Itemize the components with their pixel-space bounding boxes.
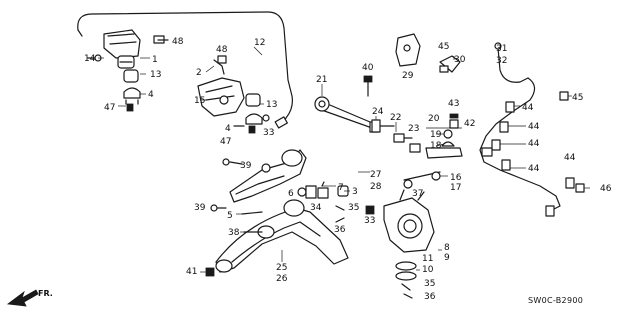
toe-adjuster bbox=[371, 113, 463, 159]
callout-14: 14 bbox=[84, 54, 96, 64]
small-parts-center bbox=[335, 205, 375, 223]
wheel-sensor-cable bbox=[479, 42, 585, 217]
callout-6: 6 bbox=[288, 189, 294, 199]
callout-4b: 4 bbox=[225, 124, 231, 134]
callout-21: 21 bbox=[316, 75, 327, 85]
callout-12: 12 bbox=[254, 38, 265, 48]
callout-10: 10 bbox=[422, 265, 434, 275]
callout-13b: 13 bbox=[266, 100, 277, 110]
callout-38: 38 bbox=[228, 228, 240, 238]
callout-20: 20 bbox=[428, 114, 440, 124]
sensor-bracket bbox=[395, 33, 461, 73]
callout-19: 19 bbox=[430, 130, 442, 140]
lower-link-16-17 bbox=[403, 171, 441, 189]
callout-2: 2 bbox=[196, 68, 202, 78]
callout-32: 32 bbox=[496, 56, 507, 66]
callout-18: 18 bbox=[430, 141, 442, 151]
callout-29: 29 bbox=[402, 71, 414, 81]
callout-35b: 35 bbox=[424, 279, 435, 289]
callout-22: 22 bbox=[390, 113, 401, 123]
front-direction-label: FR. bbox=[38, 289, 53, 298]
callout-23: 23 bbox=[408, 124, 419, 134]
callout-24: 24 bbox=[372, 107, 384, 117]
callout-35: 35 bbox=[348, 203, 359, 213]
callout-33: 33 bbox=[263, 128, 274, 138]
callout-44b: 44 bbox=[528, 122, 540, 132]
callout-41: 41 bbox=[186, 267, 197, 277]
upper-arm bbox=[229, 149, 307, 203]
callout-15: 15 bbox=[194, 96, 205, 106]
stabilizer-link-left bbox=[123, 69, 141, 112]
knuckle bbox=[383, 189, 435, 299]
callout-28: 28 bbox=[370, 182, 382, 192]
callout-40: 40 bbox=[362, 63, 374, 73]
callout-13: 13 bbox=[150, 70, 161, 80]
callout-45: 45 bbox=[438, 42, 449, 52]
callout-11: 11 bbox=[422, 254, 433, 264]
callout-17: 17 bbox=[450, 183, 461, 193]
callout-34: 34 bbox=[310, 203, 322, 213]
ball-joint-parts bbox=[297, 181, 349, 199]
callout-9: 9 bbox=[444, 253, 450, 263]
callout-44d: 44 bbox=[528, 164, 540, 174]
callout-3: 3 bbox=[352, 187, 358, 197]
callout-36: 36 bbox=[334, 225, 346, 235]
front-direction-arrow bbox=[6, 289, 39, 307]
callout-16: 16 bbox=[450, 173, 462, 183]
callout-44a: 44 bbox=[522, 103, 534, 113]
callout-5: 5 bbox=[227, 211, 233, 221]
callout-48b: 48 bbox=[216, 45, 228, 55]
callout-36b: 36 bbox=[424, 292, 436, 302]
callout-33b: 33 bbox=[364, 216, 375, 226]
callout-46: 46 bbox=[600, 184, 612, 194]
callout-43: 43 bbox=[448, 99, 459, 109]
callout-39: 39 bbox=[240, 161, 252, 171]
callout-47b: 47 bbox=[220, 137, 231, 147]
callout-45b: 45 bbox=[572, 93, 583, 103]
stabilizer-bracket-left bbox=[87, 29, 169, 69]
lower-arm bbox=[205, 199, 349, 277]
stabilizer-bar bbox=[77, 11, 293, 129]
diagram-code: SW0C-B2900 bbox=[528, 296, 583, 305]
callout-48: 48 bbox=[172, 37, 184, 47]
callout-47: 47 bbox=[104, 103, 115, 113]
callout-8: 8 bbox=[444, 243, 450, 253]
callout-42: 42 bbox=[464, 119, 475, 129]
callout-1: 1 bbox=[152, 55, 158, 65]
callout-31: 31 bbox=[496, 44, 507, 54]
callout-27: 27 bbox=[370, 170, 381, 180]
callout-layer: 1 2 3 4 4 5 6 7 8 9 10 11 12 13 13 14 15… bbox=[84, 37, 612, 302]
callout-26: 26 bbox=[276, 274, 288, 284]
callout-30: 30 bbox=[454, 55, 466, 65]
callout-37: 37 bbox=[412, 189, 423, 199]
stabilizer-bracket-right bbox=[197, 55, 270, 134]
callout-39b: 39 bbox=[194, 203, 206, 213]
callout-7: 7 bbox=[338, 183, 344, 193]
callout-44e: 44 bbox=[564, 153, 576, 163]
callout-4: 4 bbox=[148, 90, 154, 100]
callout-44c: 44 bbox=[528, 139, 540, 149]
callout-25: 25 bbox=[276, 263, 287, 273]
